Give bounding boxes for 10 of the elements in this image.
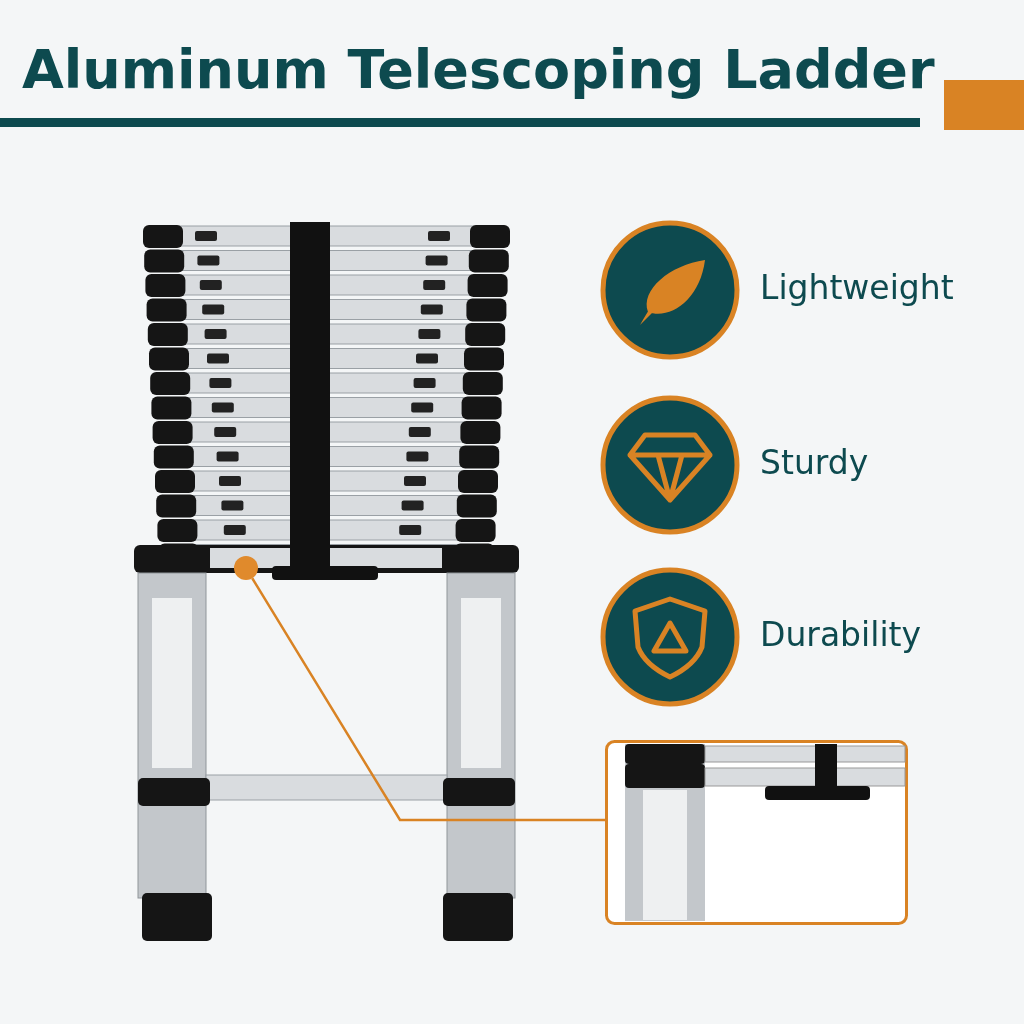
- marker-dot: [234, 556, 258, 580]
- feature-badge: [600, 395, 740, 535]
- feature-badge: [600, 567, 740, 707]
- detail-inset-drawing: [605, 740, 908, 925]
- title: Aluminum Telescoping Ladder: [22, 38, 935, 101]
- feature-label: Sturdy: [760, 443, 869, 482]
- feature-badge: [600, 220, 740, 360]
- leader-line: [251, 577, 605, 822]
- feature-label: Lightweight: [760, 268, 954, 307]
- feature-label: Durability: [760, 615, 922, 654]
